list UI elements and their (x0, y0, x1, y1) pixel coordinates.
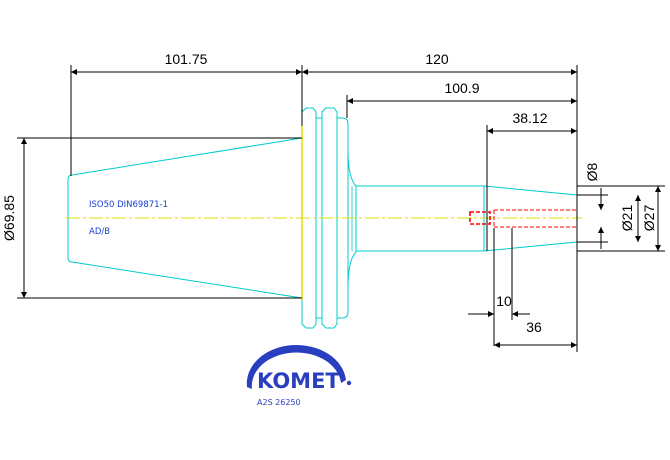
dim-taper-length: 101.75 (165, 51, 208, 67)
logo-wordmark: KOMET (257, 369, 340, 393)
centerline (66, 126, 582, 300)
dim-shank-length: 100.9 (444, 80, 479, 96)
dim-total-length: 120 (425, 51, 449, 67)
dimension-lines (17, 65, 665, 352)
spec-form: AD/B (89, 227, 110, 237)
dim-bore-depth: 38.12 (512, 110, 547, 126)
taper-body (67, 137, 303, 299)
dim-taper-diameter: Ø69.85 (1, 195, 17, 241)
komet-logo: KOMET (246, 344, 352, 393)
product-code: A2S 26250 (257, 398, 301, 407)
logo-arc (246, 344, 346, 389)
hidden-bore (469, 209, 576, 228)
spec-standard: ISO50 DIN69871-1 (89, 200, 168, 210)
dim-pin-diameter: Ø8 (584, 162, 600, 181)
dim-shank-diameter: Ø27 (641, 205, 657, 232)
dim-offset-36: 36 (526, 319, 542, 335)
dim-offset-10: 10 (496, 293, 512, 309)
dim-bore-diameter: Ø21 (619, 205, 635, 232)
